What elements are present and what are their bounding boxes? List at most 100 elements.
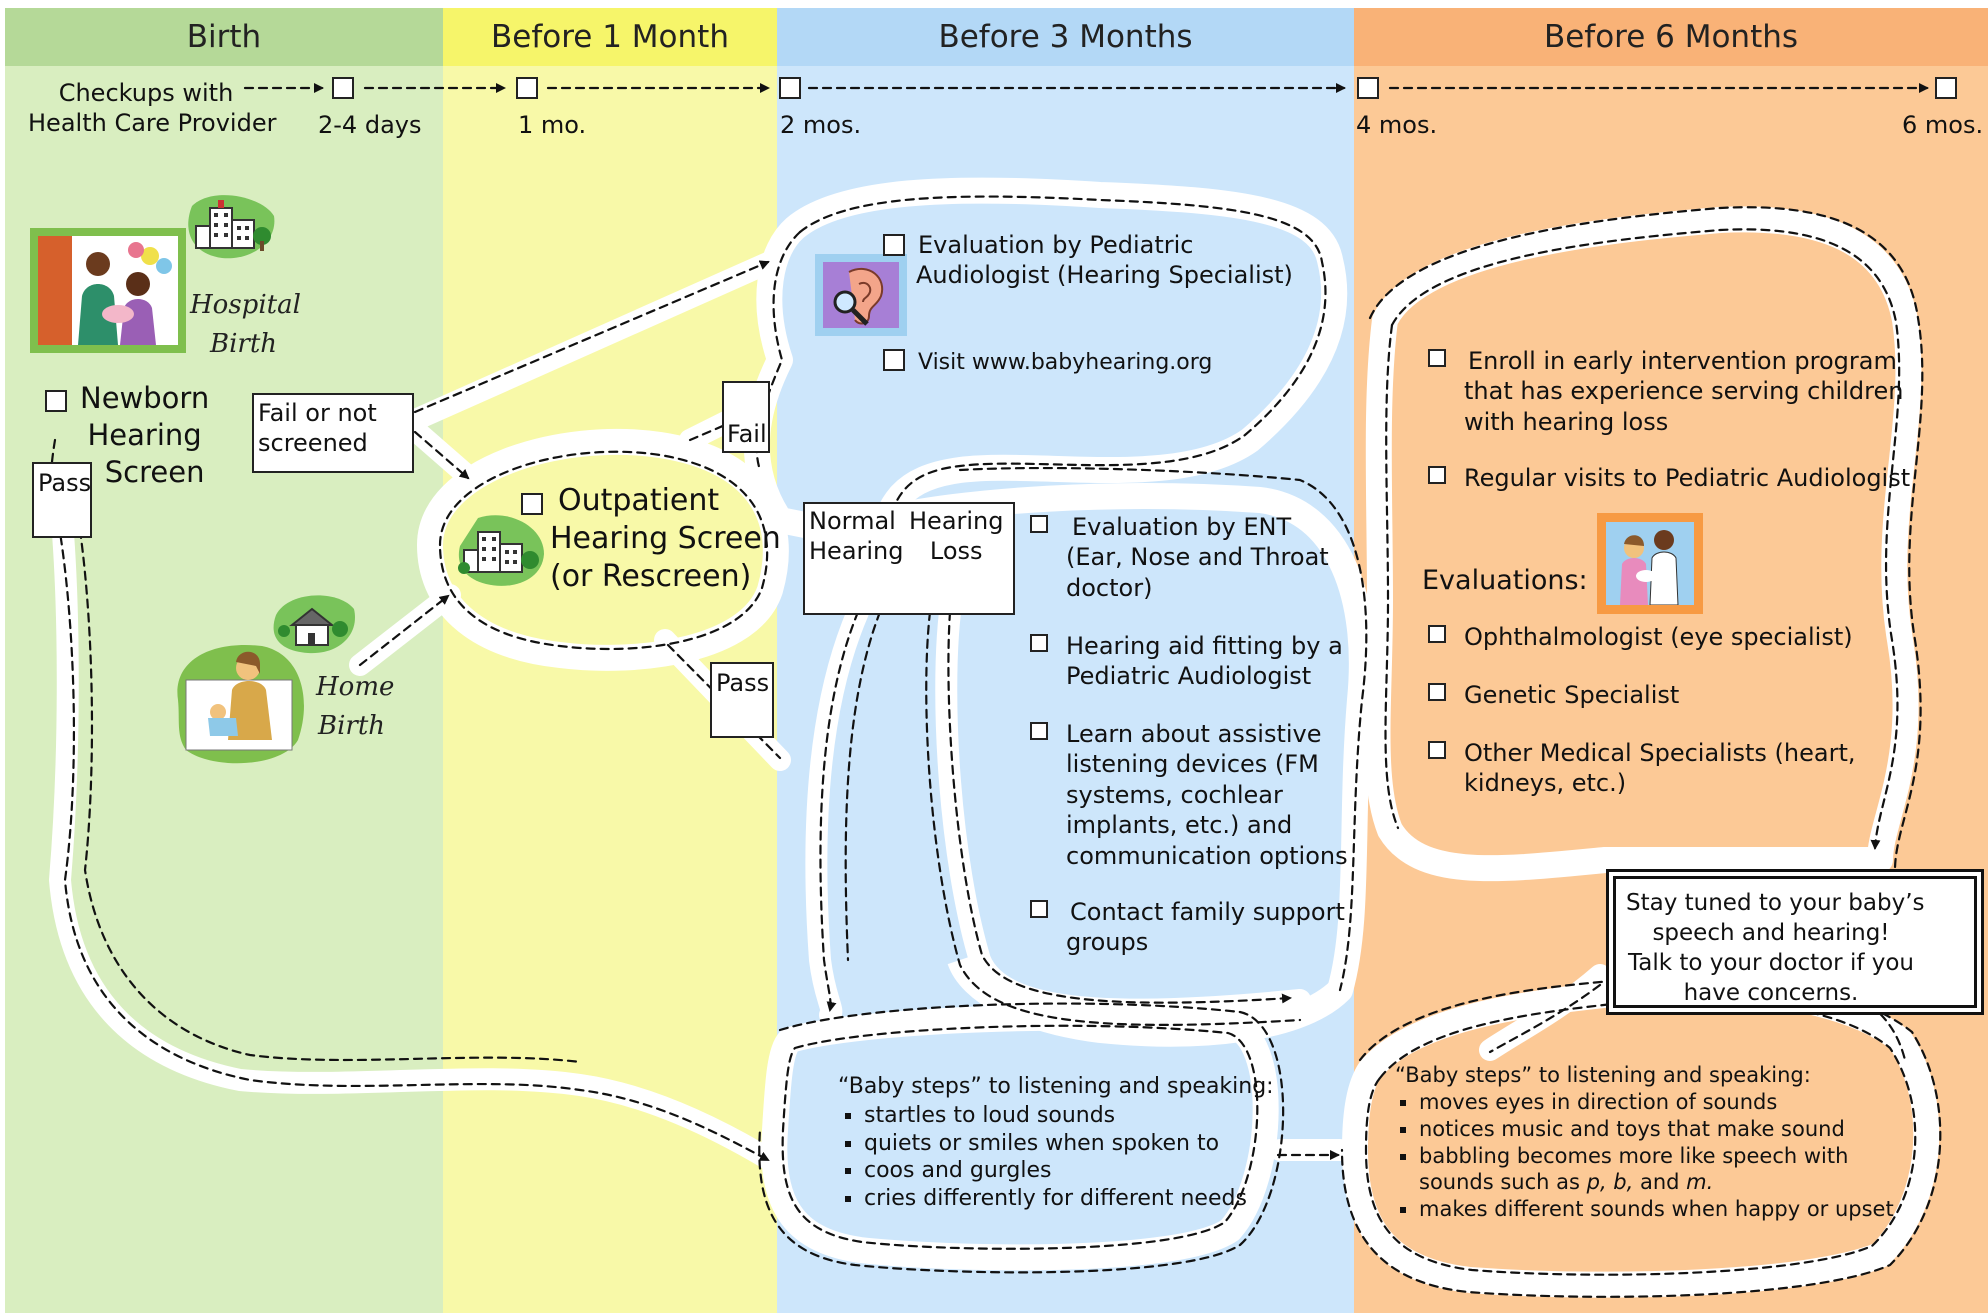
home-birth-line2: Birth (318, 711, 386, 741)
mother-baby-icon (172, 640, 308, 768)
b3-item-family-support-line2: groups (1066, 928, 1149, 957)
checkup-tick-2-mos: 2 mos. (780, 111, 862, 139)
pass-box-birth-label: Pass (38, 469, 92, 497)
outpatient-pass-box: Pass (710, 662, 774, 738)
b6-item-early-intervention-line2: that has experience serving children (1464, 377, 1904, 406)
normal-line1: Normal (809, 507, 896, 535)
b3-item-ent-line2: (Ear, Nose and Throat (1066, 543, 1329, 572)
checkups-label-line1: Checkups with (58, 79, 234, 107)
fail-box-text: Fail or not screened (258, 398, 377, 458)
baby-steps-6-item: moves eyes in direction of sounds (1419, 1089, 1894, 1116)
pass-box-birth: Pass (32, 462, 92, 538)
outpatient-line1: Outpatient (558, 483, 720, 518)
column-header-birth: Birth (5, 8, 443, 66)
b3-item-hearing-aid-line2: Pediatric Audiologist (1066, 662, 1312, 691)
b6-item-regular-visits: Regular visits to Pediatric Audiologist (1428, 463, 1910, 493)
evaluation-audiologist-label: Evaluation by Pediatric Audiologist (Hea… (916, 230, 1293, 290)
checkups-label-line2: Health Care Provider (28, 109, 277, 137)
b6-item-early-intervention-line1: Enroll in early intervention program (1468, 347, 1897, 375)
outpatient-pass-label: Pass (716, 669, 770, 697)
b3-item-assistive-line4: implants, etc.) and (1066, 811, 1293, 840)
b6-eval-ophthalmologist-checkbox[interactable] (1428, 625, 1446, 643)
checkups-label: Checkups with Health Care Provider (28, 78, 277, 138)
b6-eval-genetic-checkbox[interactable] (1428, 683, 1446, 701)
baby-steps-6-item: notices music and toys that make sound (1419, 1116, 1894, 1143)
hospital-birth-label: Hospital Birth (190, 286, 301, 364)
baby-steps-6-months: “Baby steps” to listening and speaking: … (1395, 1062, 1894, 1223)
column-header-before-6-months: Before 6 Months (1354, 8, 1988, 66)
hearing-loss-label: Hearing Loss (909, 506, 1004, 566)
outpatient-fail-box: Fail (722, 381, 770, 453)
outpatient-fail-label: Fail (727, 420, 767, 448)
house-icon (268, 585, 358, 657)
b3-item-family-support: Contact family support groups (1030, 897, 1345, 958)
baby-steps-3-title: “Baby steps” to listening and speaking: (838, 1074, 1274, 1099)
b6-item-regular-visits-line1: Regular visits to Pediatric Audiologist (1464, 464, 1911, 492)
home-birth-label: Home Birth (316, 668, 394, 746)
baby-steps-6-item: babbling becomes more like speech with s… (1419, 1143, 1894, 1196)
b3-item-hearing-aid-checkbox[interactable] (1030, 634, 1048, 652)
loss-line1: Hearing (909, 507, 1004, 535)
b3-item-ent-checkbox[interactable] (1030, 515, 1048, 533)
evaluations-label: Evaluations: (1422, 565, 1588, 596)
b3-item-assistive: Learn about assistive listening devices … (1030, 719, 1348, 871)
b3-item-assistive-line3: systems, cochlear (1066, 780, 1283, 809)
checkup-checkbox-1-mo[interactable] (516, 77, 538, 99)
baby-steps-6-item: makes different sounds when happy or ups… (1419, 1196, 1894, 1223)
newborn-screen-line3: Screen (104, 454, 205, 489)
baby-steps-3-item: coos and gurgles (864, 1157, 1274, 1185)
evaluation-audiologist-checkbox[interactable] (883, 234, 905, 256)
outpatient-line2: Hearing Screen (550, 521, 781, 557)
newborn-screen-line1: Newborn (80, 381, 210, 415)
visit-website-checkbox[interactable] (883, 349, 905, 371)
baby-steps-3-months: “Baby steps” to listening and speaking: … (838, 1073, 1274, 1213)
evaluation-audiologist-line1: Evaluation by Pediatric (918, 231, 1194, 259)
ear-icon (815, 254, 907, 336)
column-header-before-1-month: Before 1 Month (443, 8, 777, 66)
stay-tuned-box: Stay tuned to your baby’s speech and hea… (1606, 869, 1984, 1015)
fail-or-not-screened-box: Fail or not screened (252, 393, 414, 473)
b6-item-regular-visits-checkbox[interactable] (1428, 466, 1446, 484)
newborn-screen-label: Newborn Hearing Screen (80, 380, 209, 490)
hospital-birth-line2: Birth (210, 329, 278, 359)
outpatient-screen-checkbox[interactable] (521, 493, 543, 515)
column-before-1-month: Before 1 Month (443, 8, 777, 1313)
baby-steps-6-list: moves eyes in direction of sounds notice… (1397, 1089, 1894, 1222)
b3-item-ent-line3: doctor) (1066, 573, 1153, 602)
normal-hearing-loss-box: Normal Hearing Hearing Loss (803, 502, 1015, 615)
stay-tuned-text: Stay tuned to your baby’s speech and hea… (1626, 889, 1925, 1009)
b6-item-early-intervention-checkbox[interactable] (1428, 349, 1446, 367)
b6-eval-other-checkbox[interactable] (1428, 741, 1446, 759)
baby-steps-3-item: cries differently for different needs (864, 1185, 1274, 1213)
family-photo-icon (30, 228, 186, 353)
fail-box-line2: screened (258, 429, 368, 457)
b3-item-assistive-line5: communication options (1066, 841, 1348, 870)
checkup-checkbox-2-4-days[interactable] (332, 77, 354, 99)
b3-item-hearing-aid-line1: Hearing aid fitting by a (1066, 632, 1343, 660)
baby-steps-6-item-3-line2: sounds such as p, b, and m. (1419, 1170, 1714, 1195)
hospital-icon (182, 186, 278, 266)
b6-eval-other-line2: kidneys, etc.) (1464, 769, 1627, 798)
baby-steps-3-item: quiets or smiles when spoken to (864, 1130, 1274, 1158)
b6-eval-genetic-line1: Genetic Specialist (1464, 681, 1680, 709)
visit-website-link[interactable]: Visit www.babyhearing.org (918, 350, 1213, 375)
checkup-checkbox-6-mos[interactable] (1935, 77, 1957, 99)
checkup-checkbox-2-mos[interactable] (779, 77, 801, 99)
b3-item-assistive-line1: Learn about assistive (1066, 720, 1322, 748)
newborn-screen-checkbox[interactable] (45, 390, 67, 412)
normal-line2: Hearing (809, 537, 904, 565)
checkup-checkbox-4-mos[interactable] (1357, 77, 1379, 99)
b3-item-assistive-checkbox[interactable] (1030, 722, 1048, 740)
outpatient-line3: (or Rescreen) (550, 559, 752, 595)
b3-item-family-support-checkbox[interactable] (1030, 900, 1048, 918)
baby-steps-3-list: startles to loud sounds quiets or smiles… (842, 1102, 1274, 1214)
fail-box-line1: Fail or not (258, 399, 377, 427)
newborn-screen-line2: Hearing (87, 417, 202, 452)
checkup-tick-6-mos: 6 mos. (1902, 111, 1984, 139)
b6-eval-ophthalmologist-line1: Ophthalmologist (eye specialist) (1464, 623, 1853, 651)
b6-item-early-intervention: Enroll in early intervention program tha… (1428, 346, 1903, 437)
b3-item-assistive-line2: listening devices (FM (1066, 750, 1319, 779)
b3-item-ent-line1: Evaluation by ENT (1072, 513, 1292, 541)
baby-steps-6-title: “Baby steps” to listening and speaking: (1395, 1063, 1811, 1087)
b6-eval-other-line1: Other Medical Specialists (heart, (1464, 739, 1856, 767)
